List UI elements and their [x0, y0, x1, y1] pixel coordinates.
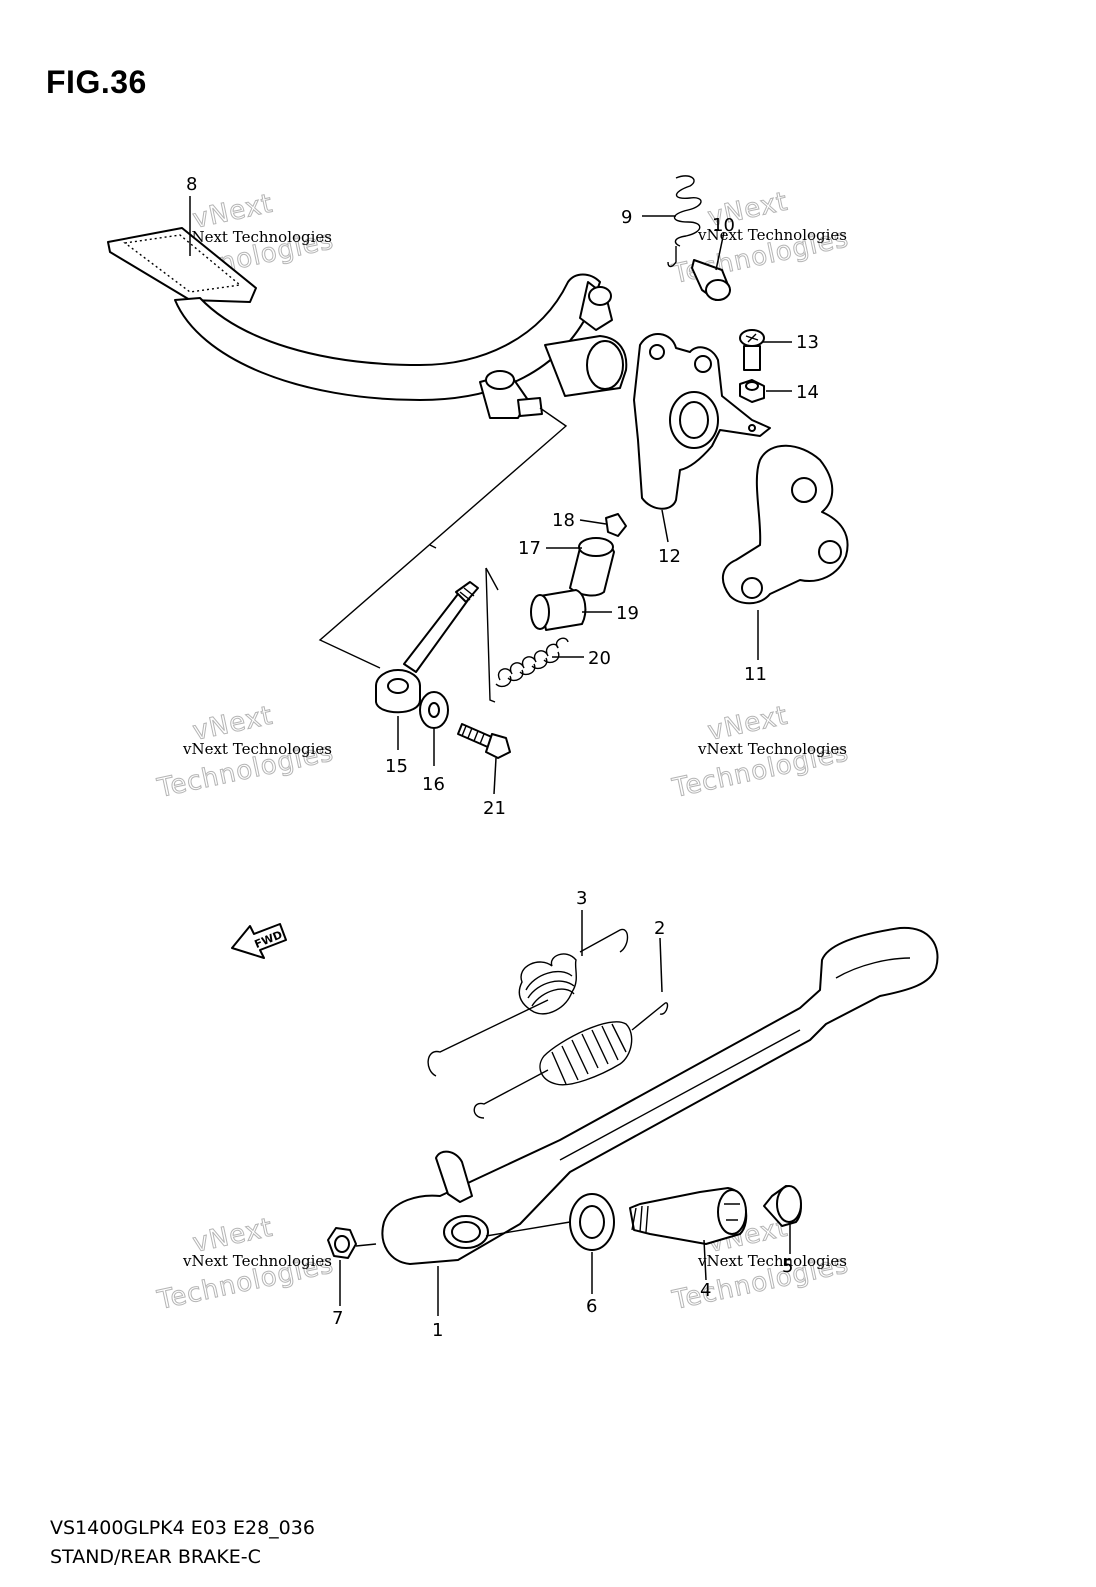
model-code: VS1400GLPK4 E03 E28_036: [50, 1517, 315, 1539]
watermark-text: vNext Technologies: [697, 1252, 847, 1270]
part-16-washer: [419, 691, 449, 729]
watermark-mid-left: vNext Technologies vNext Technologies: [154, 700, 337, 804]
callout-20: 20: [588, 648, 611, 669]
assembly-guide-lines-lower: [355, 1221, 571, 1247]
callout-18: 18: [552, 510, 575, 531]
part-2-spring: [473, 1002, 669, 1119]
part-20-spring: [495, 637, 569, 688]
callout-12: 12: [658, 546, 681, 567]
callout-9: 9: [621, 207, 632, 228]
callout-21: 21: [483, 798, 506, 819]
callout-13: 13: [796, 332, 819, 353]
part-11-arm: [721, 444, 849, 605]
watermark: vNext Technologies vNext Technologies vN…: [154, 186, 852, 1316]
part-18-clip: [605, 513, 627, 537]
assembly-guide-lines: [318, 407, 568, 703]
callout-5: 5: [782, 1256, 793, 1277]
part-19-bushing: [530, 589, 587, 631]
part-4-bolt: [629, 1187, 748, 1245]
part-5-cap: [763, 1185, 802, 1227]
callout-19: 19: [616, 603, 639, 624]
callout-7: 7: [332, 1308, 343, 1329]
callout-11: 11: [744, 664, 767, 685]
callout-15: 15: [385, 756, 408, 777]
watermark-bottom-left: vNext Technologies vNext Technologies: [154, 1212, 337, 1316]
part-7-nut: [327, 1227, 357, 1259]
fwd-arrow: FWD: [231, 923, 287, 959]
part-6-washer: [569, 1193, 615, 1251]
part-14-nut: [739, 379, 765, 403]
part-17-pin: [569, 537, 615, 597]
part-10-bolt: [691, 259, 731, 301]
callout-3: 3: [576, 888, 587, 909]
callout-4: 4: [700, 1280, 711, 1301]
watermark-text: vNext Technologies: [182, 228, 332, 246]
callout-17: 17: [518, 538, 541, 559]
callout-6: 6: [586, 1296, 597, 1317]
figure-title: FIG.36: [46, 64, 147, 100]
part-8-brake-pedal: [107, 227, 628, 419]
part-21-bolt: [457, 723, 511, 759]
watermark-text: vNext Technologies: [697, 226, 847, 244]
callout-1: 1: [432, 1320, 443, 1341]
callout-10: 10: [712, 215, 735, 236]
callout-16: 16: [422, 774, 445, 795]
figure-subtitle: STAND/REAR BRAKE-C: [50, 1546, 261, 1568]
part-1-side-stand: [381, 926, 939, 1265]
part-3-spring: [427, 928, 629, 1077]
callout-8: 8: [186, 174, 197, 195]
watermark-mid-right: vNext Technologies vNext Technologies: [669, 700, 852, 804]
part-9-spring: [667, 175, 702, 268]
watermark-text: vNext Technologies: [182, 1252, 332, 1270]
part-15-rod: [375, 581, 479, 714]
watermark-text: vNext Technologies: [182, 740, 332, 758]
part-12-lever: [633, 333, 771, 510]
leader-lines-upper: [189, 196, 792, 795]
part-13-screw: [739, 329, 765, 371]
callout-14: 14: [796, 382, 819, 403]
callout-numbers: 8 9 10 13 14 18 17 12 19 20 11 15 16 21 …: [186, 174, 819, 1341]
leader-lines-lower: [339, 910, 791, 1316]
side-stand-assembly: FWD: [231, 910, 939, 1316]
brake-pedal-assembly: [107, 175, 849, 795]
callout-2: 2: [654, 918, 665, 939]
watermark-text: vNext Technologies: [697, 740, 847, 758]
